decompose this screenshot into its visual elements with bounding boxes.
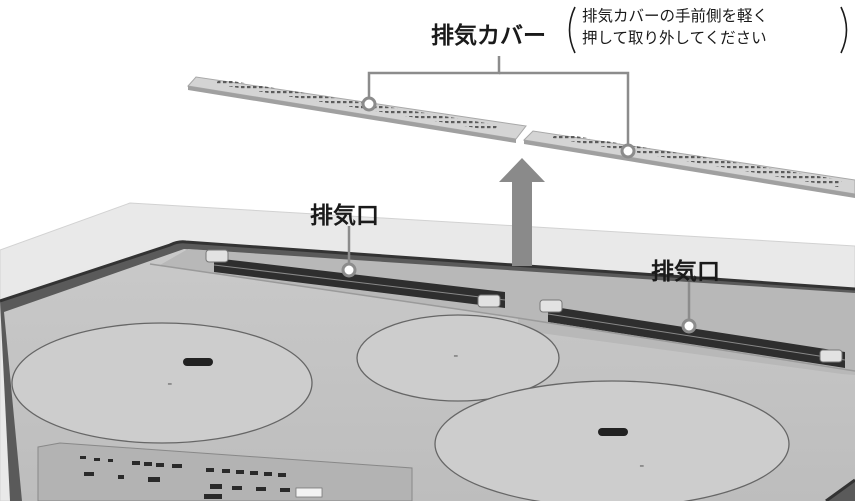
vent-leader-dot-right	[681, 318, 697, 334]
vent-leader-dot-left	[341, 262, 357, 278]
cover-leader-dot-left	[361, 96, 377, 112]
note-bracket-open	[568, 6, 576, 54]
note-bracket-close	[840, 6, 848, 54]
control-buttons	[80, 456, 290, 499]
burner-left	[11, 322, 313, 444]
burner-indicator	[598, 428, 628, 436]
control-display	[295, 487, 323, 498]
cover-note-line1: 排気カバーの手前側を軽く	[582, 7, 769, 25]
burner-mark: ━	[453, 353, 458, 360]
burner-right	[434, 380, 790, 501]
burner-indicator	[183, 358, 213, 366]
cover-note-line2: 押して取り外してください	[582, 29, 767, 47]
vent-tab	[477, 294, 501, 308]
vent-tab	[205, 249, 229, 263]
cover-leader-lines	[367, 56, 630, 150]
cooktop-front-corner	[825, 478, 855, 501]
burner-center	[356, 314, 560, 402]
exhaust-cover-left	[187, 76, 527, 143]
vent-tab	[819, 349, 843, 363]
vent-tab	[539, 299, 563, 313]
vent-panel-edge	[149, 263, 855, 372]
lift-arrow-icon	[499, 158, 545, 266]
vent-label-right: 排気口	[651, 259, 720, 285]
exhaust-cover-label: 排気カバー	[431, 23, 546, 49]
vent-label-left: 排気口	[310, 203, 379, 229]
cover-leader-dot-right	[620, 143, 636, 159]
cooktop-rim-edge	[0, 240, 855, 303]
vent-highlight-line	[547, 313, 846, 361]
burner-mark: ━	[167, 381, 172, 388]
burner-mark: ━	[639, 463, 644, 470]
vent-highlight-line	[213, 264, 506, 301]
exhaust-cover-right	[522, 130, 855, 198]
